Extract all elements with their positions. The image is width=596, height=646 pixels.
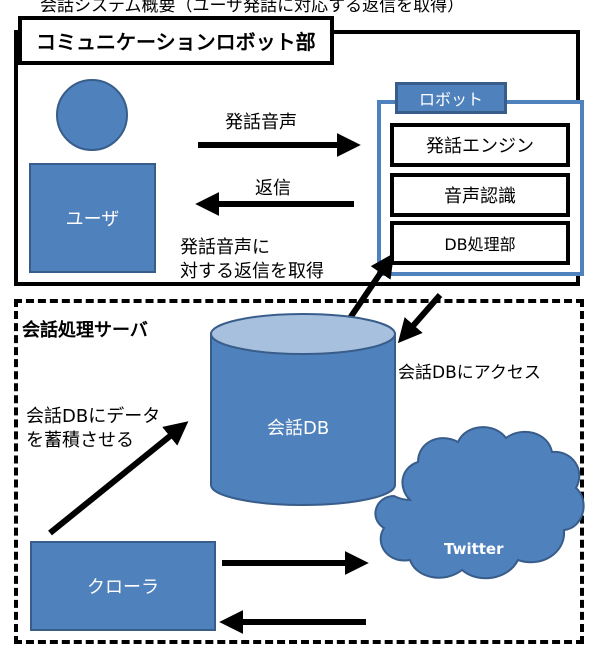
twitter-label: Twitter bbox=[444, 540, 504, 558]
label-store-data-1: 会話DBにデータ bbox=[26, 406, 161, 427]
label-store-data-2: を蓄積させる bbox=[26, 430, 134, 451]
top-caption: 会話システム概要（ユーザ発話に対応する返信を取得） bbox=[40, 0, 465, 16]
arrow-access-db bbox=[397, 293, 443, 344]
database-cylinder bbox=[210, 313, 396, 506]
label-reply: 返信 bbox=[255, 178, 291, 199]
module-speech-engine-label: 発話エンジン bbox=[426, 136, 534, 157]
module-db-processing: DB処理部 bbox=[390, 221, 570, 265]
label-get-reply-1: 発話音声に bbox=[180, 237, 270, 258]
module-speech-recognition-label: 音声認識 bbox=[444, 186, 516, 207]
database-label: 会話DB bbox=[267, 418, 330, 439]
label-utterance: 発話音声 bbox=[225, 112, 297, 133]
arrow-store-data bbox=[48, 421, 189, 536]
crawler-label: クローラ bbox=[87, 577, 159, 598]
label-access-db: 会話DBにアクセス bbox=[398, 363, 541, 383]
user-label: ユーザ bbox=[65, 209, 120, 230]
comm-robot-title: コミュニケーションロボット部 bbox=[18, 16, 334, 65]
arrow-get-reply bbox=[347, 253, 395, 320]
server-title: 会話処理サーバ bbox=[22, 316, 148, 342]
label-get-reply-2: 対する返信を取得 bbox=[180, 261, 324, 282]
robot-tag-label: ロボット bbox=[418, 90, 483, 109]
twitter-cloud bbox=[374, 426, 585, 580]
user-head bbox=[56, 79, 128, 151]
module-speech-engine: 発話エンジン bbox=[390, 123, 570, 167]
module-speech-recognition: 音声認識 bbox=[390, 173, 570, 217]
robot-tag: ロボット bbox=[395, 82, 507, 114]
module-db-processing-label: DB処理部 bbox=[444, 235, 516, 254]
user-body: ユーザ bbox=[29, 163, 156, 273]
crawler-box: クローラ bbox=[30, 541, 216, 631]
server-section bbox=[14, 299, 584, 644]
